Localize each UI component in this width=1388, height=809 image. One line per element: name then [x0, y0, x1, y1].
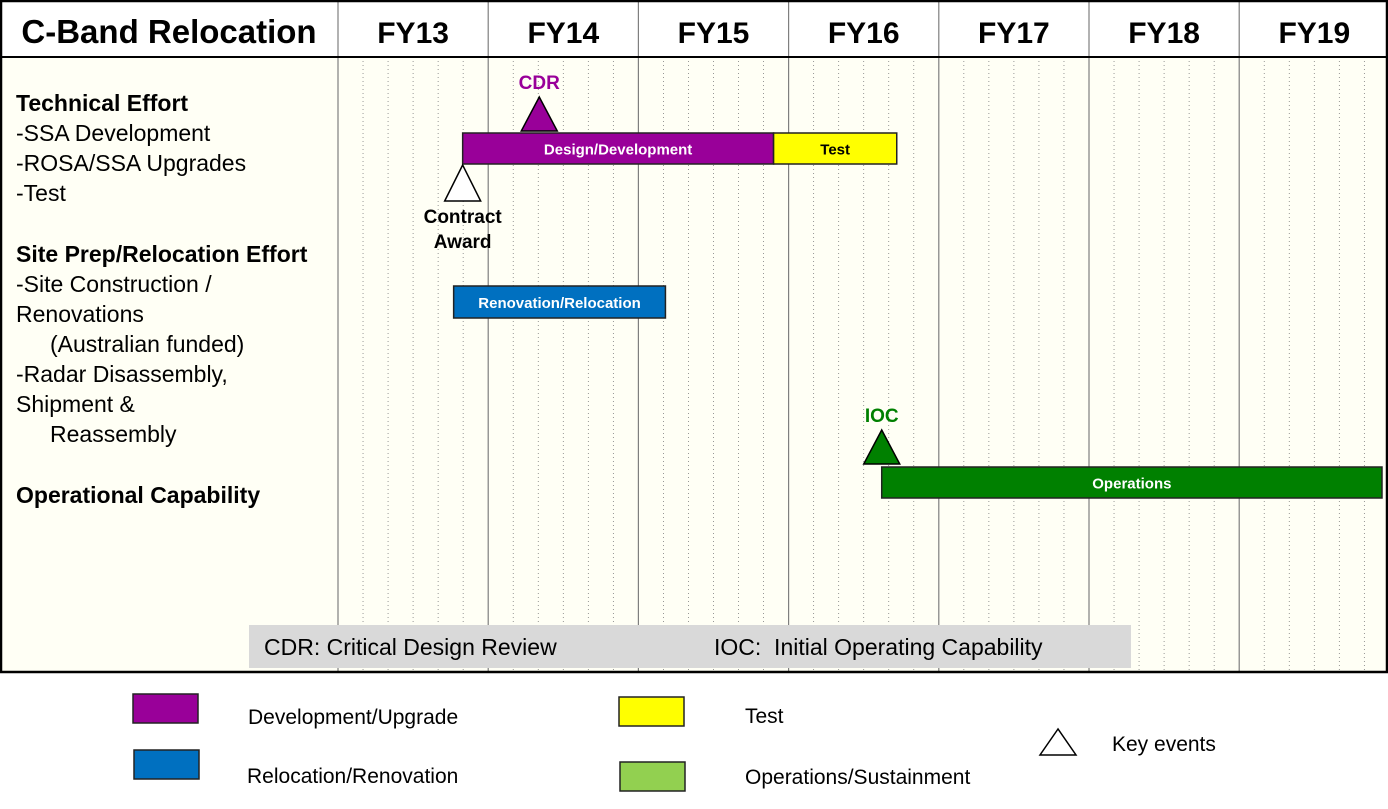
row-label: Shipment & — [16, 391, 135, 417]
legend-swatch — [133, 749, 200, 780]
period-header: FY17 — [978, 17, 1050, 50]
row-label: (Australian funded) — [50, 331, 244, 357]
gantt-bar-label: Design/Development — [544, 142, 692, 159]
legend-swatch — [132, 693, 199, 724]
legend-swatch — [1038, 727, 1078, 756]
row-label: -Site Construction / — [16, 271, 212, 297]
row-label: -SSA Development — [16, 120, 211, 146]
milestone-label: CDR — [519, 73, 560, 94]
milestone-marker — [443, 163, 482, 202]
row-label: Technical Effort — [16, 90, 188, 116]
gantt-bar-label: Test — [820, 142, 850, 159]
row-label: Site Prep/Relocation Effort — [16, 241, 308, 267]
milestone-label: Award — [434, 232, 492, 253]
abbreviation-text: IOC: Initial Operating Capability — [714, 634, 1043, 660]
period-header: FY16 — [828, 17, 900, 50]
period-header: FY14 — [527, 17, 599, 50]
legend-label: Operations/Sustainment — [745, 766, 970, 789]
period-header: FY18 — [1128, 17, 1200, 50]
milestone-marker — [520, 95, 559, 132]
gantt-bar-label: Renovation/Relocation — [478, 295, 641, 312]
period-header: FY15 — [678, 17, 750, 50]
legend-label: Key events — [1112, 733, 1216, 756]
legend-label: Development/Upgrade — [248, 706, 458, 729]
row-label: -Test — [16, 180, 66, 206]
gantt-bar-label: Operations — [1092, 476, 1171, 493]
legend-swatch — [619, 761, 686, 792]
period-header: FY13 — [377, 17, 449, 50]
abbreviation-text: CDR: Critical Design Review — [264, 634, 557, 660]
milestone-label: Contract — [424, 207, 503, 228]
gantt-bar — [772, 132, 898, 165]
period-header: FY19 — [1278, 17, 1350, 50]
milestone-label: IOC — [865, 406, 899, 427]
row-label: Reassembly — [50, 421, 177, 447]
row-label: Operational Capability — [16, 482, 260, 508]
row-label: -Radar Disassembly, — [16, 361, 228, 387]
gantt-bar — [452, 285, 667, 319]
chart-title: C-Band Relocation — [21, 13, 316, 50]
row-label: Renovations — [16, 301, 144, 327]
legend-label: Test — [745, 705, 784, 728]
legend-swatch — [618, 696, 685, 727]
milestone-marker — [862, 428, 901, 465]
chart-frame — [0, 0, 1388, 674]
row-label: -ROSA/SSA Upgrades — [16, 150, 246, 176]
gantt-bar — [880, 466, 1383, 499]
legend-label: Relocation/Renovation — [247, 765, 458, 788]
abbreviation-box — [249, 625, 1131, 668]
